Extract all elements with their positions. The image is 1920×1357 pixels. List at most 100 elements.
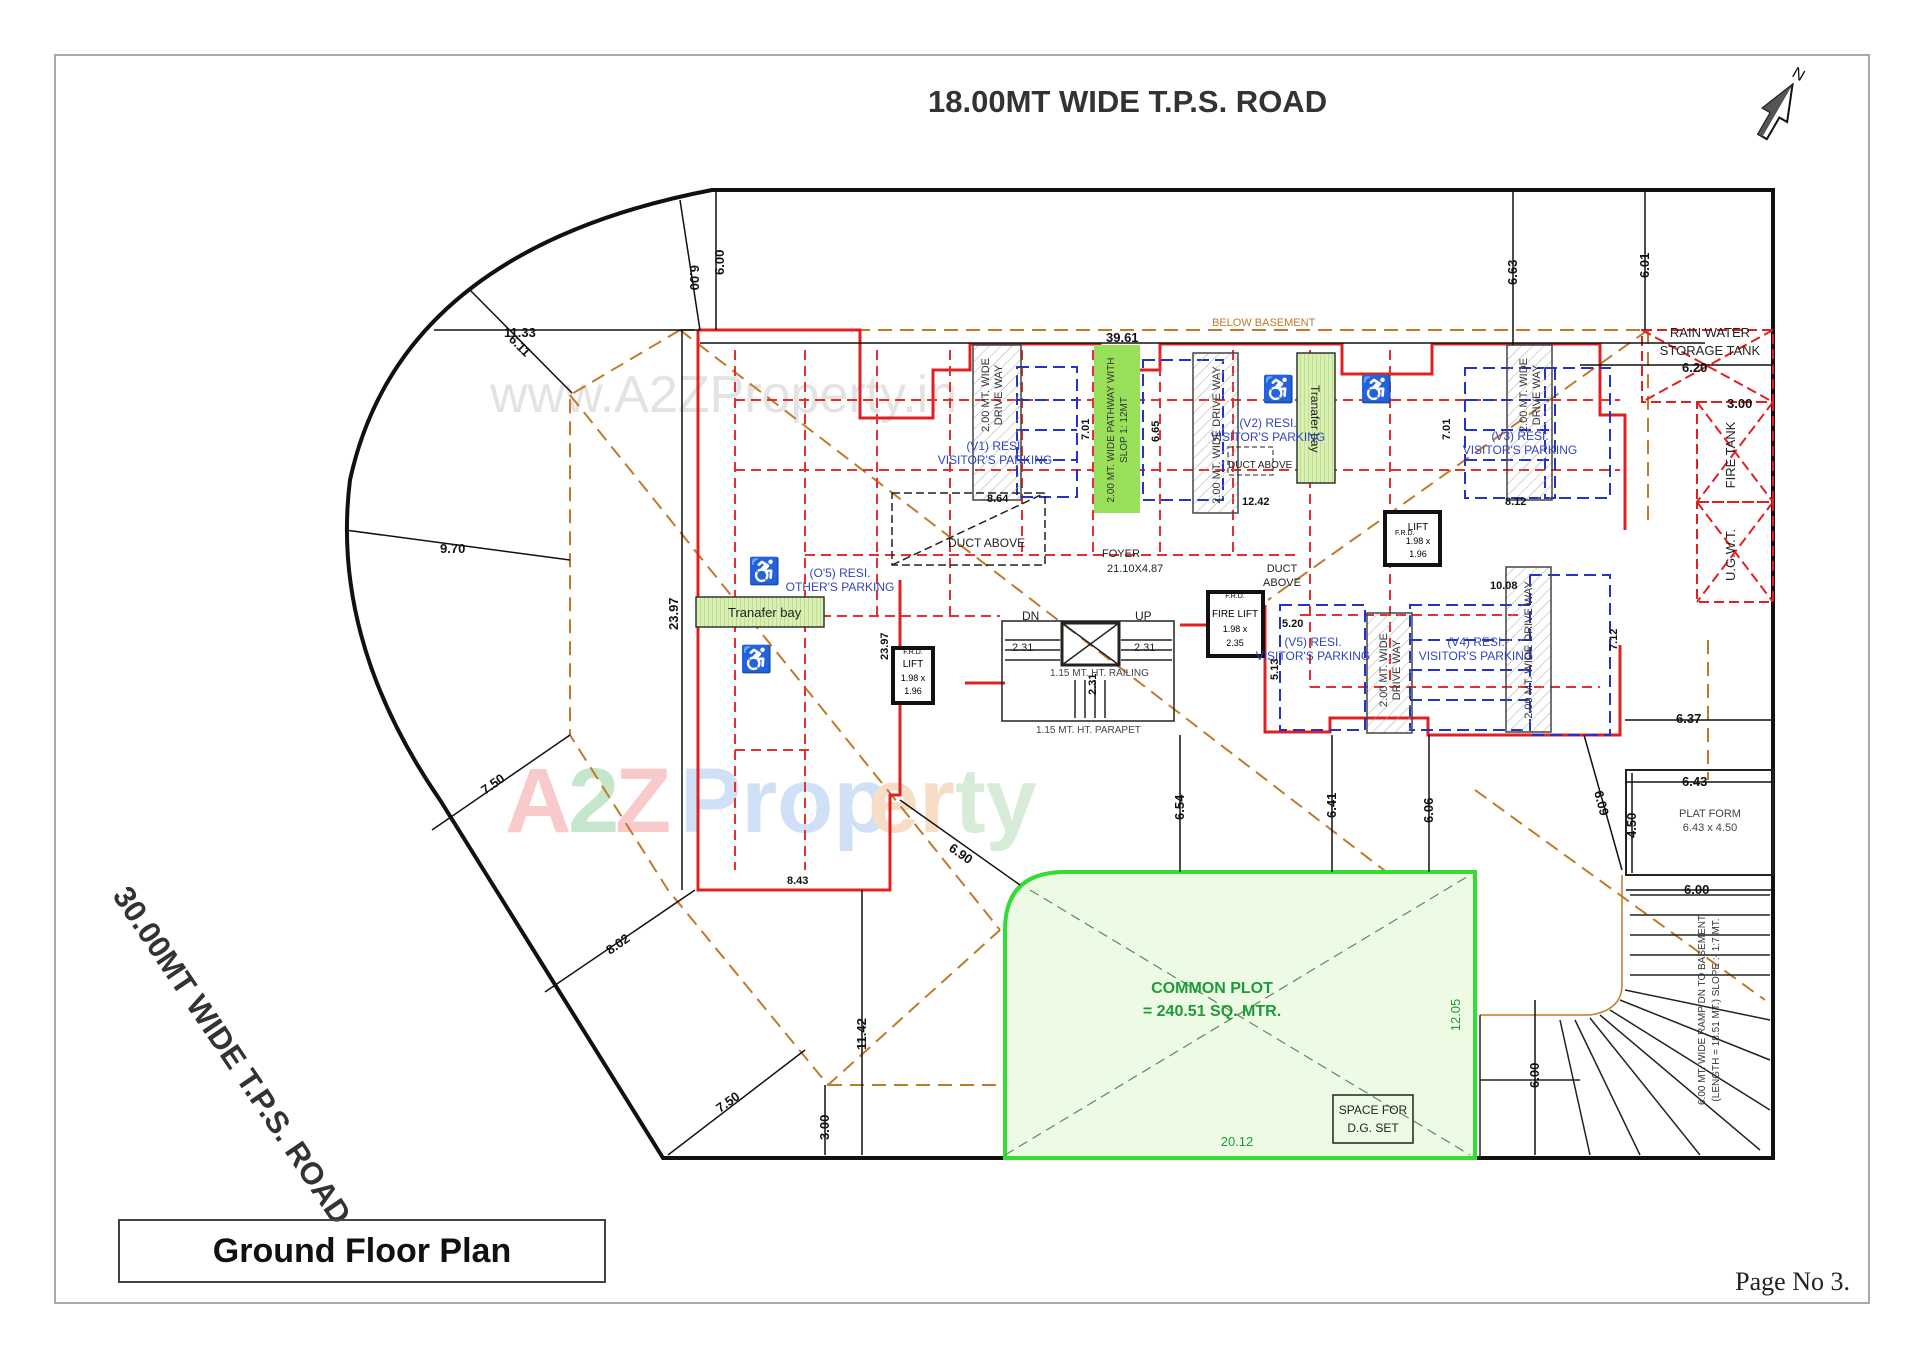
svg-text:5.20: 5.20	[1282, 618, 1303, 630]
svg-text:2: 2	[568, 750, 619, 852]
rain-water-label: RAIN WATER	[1670, 325, 1750, 340]
svg-text:VISITOR'S PARKING: VISITOR'S PARKING	[938, 453, 1053, 467]
parking-v5-label: (V5) RESI.	[1284, 635, 1341, 649]
svg-text:7.50: 7.50	[713, 1089, 742, 1116]
svg-text:2.31: 2.31	[1012, 642, 1033, 654]
svg-text:5.13: 5.13	[1269, 659, 1281, 680]
ugwt-tank	[1696, 501, 1774, 603]
svg-text:STORAGE TANK: STORAGE TANK	[1660, 343, 1761, 358]
svg-text:♿: ♿	[1360, 374, 1392, 404]
svg-text:6.43 x 4.50: 6.43 x 4.50	[1683, 822, 1737, 834]
svg-text:A: A	[505, 750, 571, 852]
common-plot-area: = 240.51 SQ. MTR.	[1143, 1003, 1281, 1020]
svg-text:1.98 x: 1.98 x	[901, 673, 926, 683]
svg-text:Prop: Prop	[680, 750, 890, 852]
svg-text:F.R.D.: F.R.D.	[903, 649, 923, 656]
svg-text:ABOVE: ABOVE	[1263, 577, 1301, 589]
svg-text:6.54: 6.54	[1172, 794, 1187, 820]
wheelchair-icon: ♿ ♿ ♿ ♿	[740, 374, 1392, 674]
svg-text:8.12: 8.12	[1505, 496, 1526, 508]
svg-text:6.09: 6.09	[1591, 789, 1612, 817]
svg-text:6.65: 6.65	[1150, 421, 1162, 442]
svg-text:OTHER'S PARKING: OTHER'S PARKING	[786, 580, 895, 594]
svg-text:VISITOR'S PARKING: VISITOR'S PARKING	[1419, 649, 1534, 663]
parking-v1-label: (V1) RESI.	[966, 439, 1023, 453]
railing-label: 1.15 MT. HT. RAILING	[1050, 668, 1149, 679]
driveway-v4-label: 2.00 MT. WIDE DRIVE WAY	[1523, 581, 1535, 719]
north-arrow-icon: N	[1756, 64, 1808, 141]
driveway-v3-label: 2.00 MT. WIDE	[1518, 358, 1530, 432]
svg-text:DRIVE WAY: DRIVE WAY	[993, 364, 1005, 425]
dim-11-33: 11.33	[504, 325, 536, 340]
duct-above-1-label: DUCT ABOVE	[948, 536, 1025, 550]
top-road-label: 18.00MT WIDE T.P.S. ROAD	[928, 84, 1328, 119]
foyer-size: 21.10X4.87	[1107, 563, 1163, 575]
svg-text:VISITOR'S PARKING: VISITOR'S PARKING	[1256, 649, 1371, 663]
svg-text:F.R.D.: F.R.D.	[1395, 530, 1415, 537]
lift-1: F.R.D. LIFT 1.98 x 1.96	[891, 646, 935, 705]
parapet-label: 1.15 MT. HT. PARAPET	[1036, 725, 1141, 736]
svg-text:FIRE LIFT: FIRE LIFT	[1212, 609, 1258, 620]
ugwt-label: U.G.W.T.	[1723, 529, 1738, 581]
parking-v3-label: (V3) RESI.	[1491, 429, 1548, 443]
svg-text:6.37: 6.37	[1676, 711, 1701, 726]
transfer-bay-2	[1296, 352, 1336, 484]
svg-text:1.98 x: 1.98 x	[1223, 624, 1248, 634]
platform	[1625, 769, 1774, 876]
dim-20-12: 20.12	[1221, 1134, 1254, 1149]
svg-text:LIFT: LIFT	[903, 659, 924, 670]
rain-water-tank	[1641, 329, 1774, 403]
svg-text:3.00: 3.00	[1727, 396, 1752, 411]
drawing-title: Ground Floor Plan	[118, 1219, 606, 1283]
plot-boundary	[344, 188, 1775, 1160]
watermark: www.A2ZProperty.in A 2 Z Prop er ty	[489, 366, 1037, 852]
dg-set-label: SPACE FOR	[1339, 1103, 1408, 1117]
svg-text:♿: ♿	[1262, 374, 1294, 404]
transfer-bay-1	[695, 596, 825, 628]
svg-text:6.00: 6.00	[687, 265, 702, 290]
svg-text:6.06: 6.06	[1421, 798, 1436, 823]
stair-dn-label: DN	[1022, 609, 1039, 623]
svg-text:8.64: 8.64	[987, 493, 1009, 505]
dimension-lines	[344, 190, 1773, 1156]
ramp-label: 6.00 MT. WIDE RAMP DN TO BASEMENT	[1697, 915, 1708, 1105]
pathway-label-1: 2.00 MT. WIDE PATHWAY WITH	[1106, 357, 1117, 502]
svg-text:2.31: 2.31	[1134, 642, 1155, 654]
svg-text:Z: Z	[615, 750, 671, 852]
platform-label: PLAT FORM	[1679, 808, 1741, 820]
lift-2: F.R.D. LIFT 1.98 x 1.96	[1383, 510, 1442, 567]
svg-text:10.08: 10.08	[1490, 580, 1518, 592]
svg-text:6.01: 6.01	[1637, 253, 1652, 278]
stair-up-label: UP	[1135, 609, 1152, 623]
page-number: Page No 3.	[1735, 1267, 1850, 1296]
svg-text:DRIVE WAY: DRIVE WAY	[1531, 364, 1543, 425]
svg-text:www.A2ZProperty.in: www.A2ZProperty.in	[489, 366, 957, 424]
driveway-v1-label: 2.00 MT. WIDE	[980, 358, 992, 432]
svg-text:2.35: 2.35	[1226, 638, 1244, 648]
fire-tank-label: FIRE TANK	[1723, 421, 1738, 488]
duct-above-foyer	[891, 492, 1046, 566]
below-basement-label: BELOW BASEMENT	[1212, 317, 1316, 329]
dim-9-70: 9.70	[440, 541, 465, 556]
basement-ramp	[1479, 875, 1771, 1158]
parking-v2-label: (V2) RESI.	[1239, 416, 1296, 430]
svg-text:DRIVE WAY: DRIVE WAY	[1391, 639, 1403, 700]
driveway-v5-label: 2.00 MT. WIDE	[1378, 633, 1390, 707]
svg-text:(LENGTH = 18.51 MT.) SLOPE :-: (LENGTH = 18.51 MT.) SLOPE :- 1:7 MT.	[1711, 918, 1722, 1101]
parking-o5-label: (O'5) RESI.	[810, 566, 871, 580]
transfer-bay-2-label: Tranafer bay	[1308, 385, 1322, 453]
svg-text:6.20: 6.20	[1682, 360, 1707, 375]
duct-above-3-label: DUCT	[1267, 563, 1298, 575]
svg-text:6.00: 6.00	[712, 250, 727, 275]
duct-above-2-label: DUCT ABOVE	[1228, 460, 1293, 471]
svg-text:4.50: 4.50	[1624, 813, 1639, 838]
staircase	[1001, 620, 1175, 722]
drawing-sheet-border	[54, 54, 1870, 1304]
svg-text:7.12: 7.12	[1608, 629, 1620, 650]
svg-text:7.01: 7.01	[1441, 419, 1453, 440]
svg-text:LIFT: LIFT	[1408, 522, 1429, 533]
svg-text:7.01: 7.01	[1080, 419, 1092, 440]
svg-text:VISITOR'S PARKING: VISITOR'S PARKING	[1463, 443, 1578, 457]
svg-text:6.00: 6.00	[1527, 1063, 1542, 1088]
